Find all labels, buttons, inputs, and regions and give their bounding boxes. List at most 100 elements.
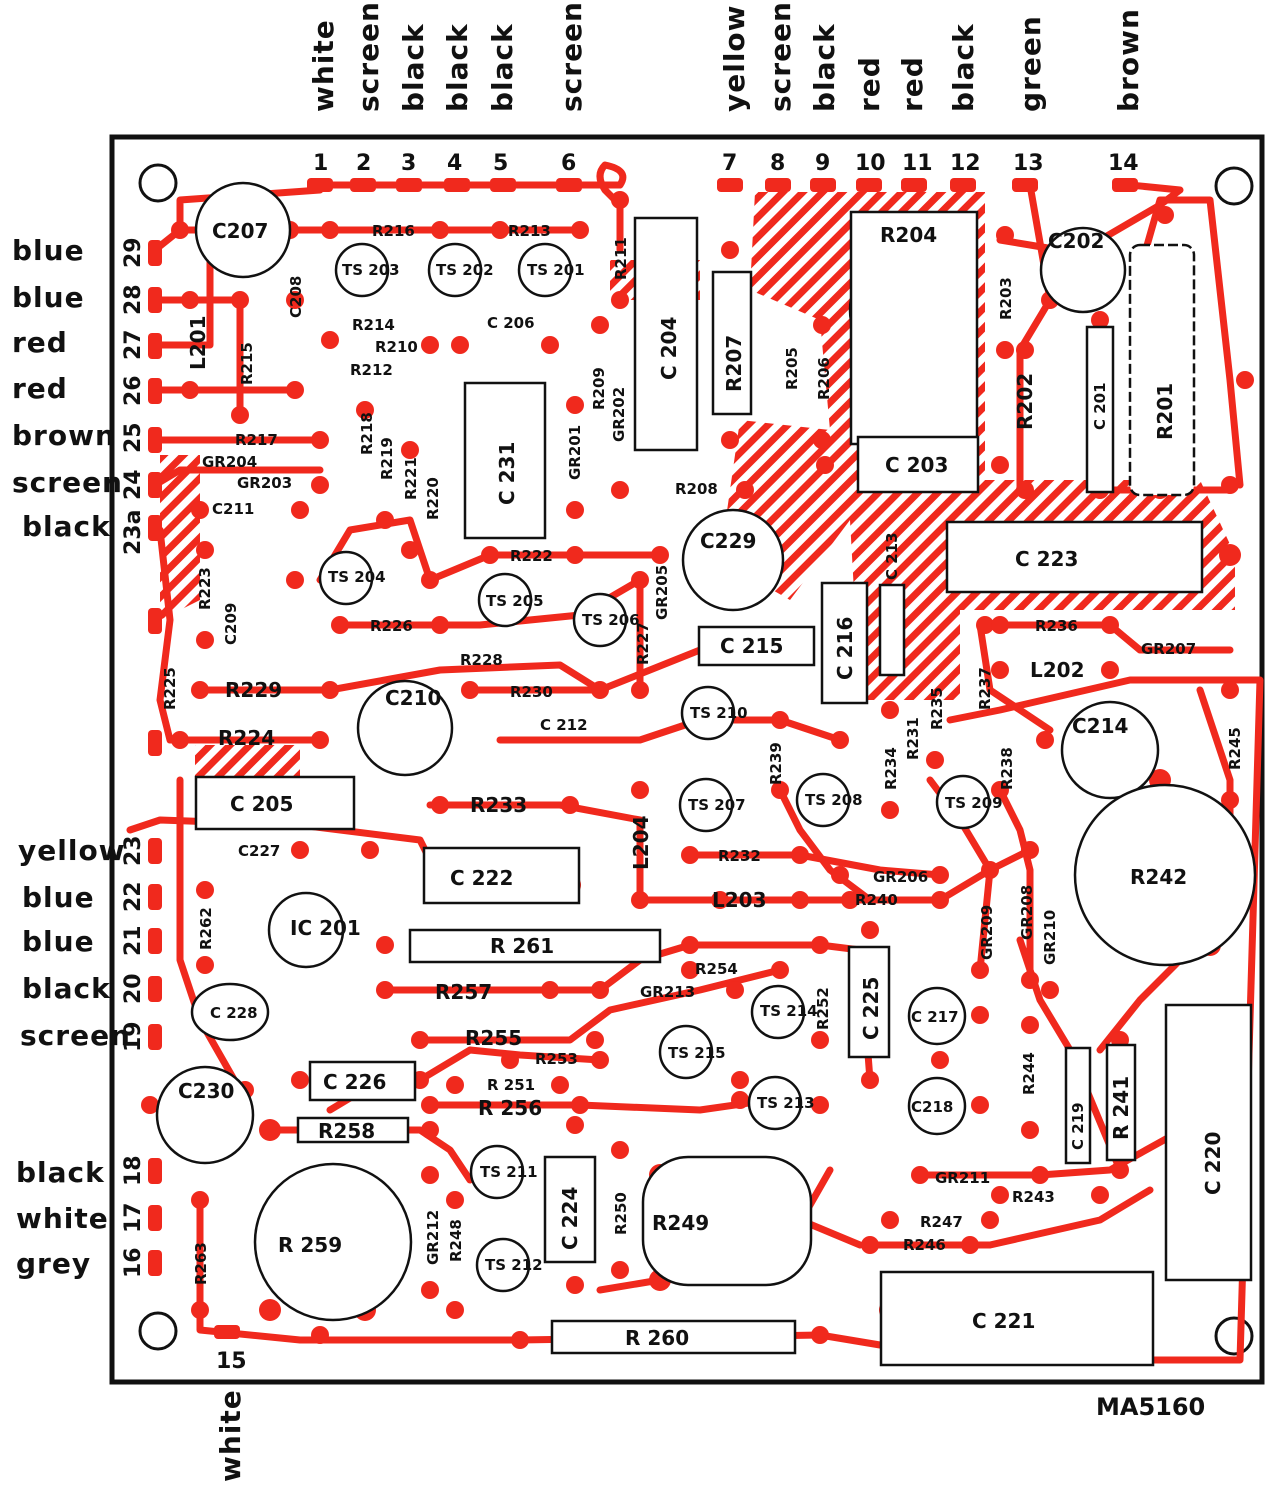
label-C215: C 215 [720,634,783,658]
label-TS202: TS 202 [436,261,494,279]
pin-number-16: 16 [121,1247,146,1278]
label-GR202: GR202 [610,387,628,442]
wire-label-29: blue [12,234,85,267]
label-R247: R247 [920,1213,963,1231]
pin-number-3: 3 [401,151,416,176]
label-GR206: GR206 [873,868,928,886]
top-wire-labels: white screen black black black screen ye… [307,1,1145,112]
left-wire-labels: blue blue red red brown screen black yel… [12,234,130,1280]
label-L203: L203 [712,888,767,912]
component-bodies [155,181,1257,1367]
wire-label-16: grey [16,1247,91,1280]
label-R229: R229 [225,678,282,702]
label-R234: R234 [882,747,900,790]
label-R206: R206 [815,357,833,400]
wire-label-9: black [808,23,841,112]
wire-label-14: brown [1112,8,1145,112]
pin-number-1: 1 [313,151,328,176]
label-R223: R223 [196,567,214,610]
label-C218: C218 [911,1098,953,1116]
label-C228: C 228 [210,1004,258,1022]
label-C203: C 203 [885,453,948,477]
label-C227: C227 [238,842,280,860]
label-R217: R217 [235,431,278,449]
label-R248: R248 [447,1219,465,1262]
wire-label-23a: black [22,510,111,543]
label-TS212: TS 212 [485,1256,543,1274]
label-R262: R262 [197,907,215,950]
label-R224: R224 [218,726,275,750]
pin-number-12: 12 [950,151,981,176]
label-C230: C230 [178,1079,234,1103]
wire-label-20: black [22,972,111,1005]
wire-label-25: brown [12,419,116,452]
wire-label-3: black [397,23,430,112]
label-C216: C 216 [833,617,857,680]
label-GR210: GR210 [1041,910,1059,965]
label-R216: R216 [372,222,415,240]
label-R243: R243 [1012,1188,1055,1206]
label-TS215: TS 215 [668,1044,726,1062]
label-R239: R239 [767,742,785,785]
label-R225: R225 [161,667,179,710]
label-R235: R235 [928,687,946,730]
wire-label-7: yellow [718,4,751,112]
label-C224: C 224 [558,1187,582,1250]
pin-number-28: 28 [121,284,146,315]
wire-label-21: blue [22,925,95,958]
wire-label-4: black [441,23,474,112]
pin-number-2: 2 [356,151,371,176]
label-R261: R 261 [490,934,554,958]
label-R204: R204 [880,223,937,247]
label-R211: R211 [612,237,630,280]
label-C214: C214 [1072,714,1128,738]
pin-number-25: 25 [121,422,146,453]
label-TS207: TS 207 [688,796,746,814]
label-R254: R254 [695,960,738,978]
wire-label-2: screen [352,1,385,112]
left-pin-numbers: 29 28 27 26 25 24 23a 23 22 21 20 19 18 … [121,237,146,1278]
label-R219: R219 [378,437,396,480]
top-pin-numbers: 1 2 3 4 5 6 7 8 9 10 11 12 13 14 [313,151,1139,176]
label-R236: R236 [1035,617,1078,635]
label-R207: R207 [722,335,746,392]
label-R240: R240 [855,891,898,909]
wire-label-12: black [947,23,980,112]
pin-number-4: 4 [447,151,462,176]
label-R228: R228 [460,651,503,669]
pin-number-24: 24 [121,469,146,500]
label-R249: R249 [652,1211,709,1235]
wire-label-22: blue [22,881,95,914]
label-GR212: GR212 [424,1210,442,1265]
label-R230: R230 [510,683,553,701]
pin-number-13: 13 [1013,151,1044,176]
label-R231: R231 [904,717,922,760]
label-C210: C210 [385,686,441,710]
pin-number-23: 23 [121,835,146,866]
label-TS208: TS 208 [805,791,863,809]
label-R212: R212 [350,361,393,379]
label-R257: R257 [435,980,492,1004]
label-R205: R205 [783,347,801,390]
label-R238: R238 [998,747,1016,790]
label-R258: R258 [318,1119,375,1143]
pin-number-23a: 23a [121,510,146,555]
label-C217: C 217 [911,1008,959,1026]
label-GR209: GR209 [978,905,996,960]
label-R233: R233 [470,793,527,817]
label-TS211: TS 211 [480,1163,538,1181]
label-R253: R253 [535,1050,578,1068]
label-C226: C 226 [323,1070,386,1094]
label-R214: R214 [352,316,395,334]
wire-label-24: screen [12,466,123,499]
label-TS204: TS 204 [328,568,386,586]
label-R203: R203 [997,277,1015,320]
wire-label-6: screen [555,1,588,112]
label-R232: R232 [718,847,761,865]
wire-label-27: red [12,326,68,359]
label-TS205: TS 205 [486,592,544,610]
label-R237: R237 [976,667,994,710]
pin-number-6: 6 [561,151,576,176]
wire-label-5: black [486,23,519,112]
